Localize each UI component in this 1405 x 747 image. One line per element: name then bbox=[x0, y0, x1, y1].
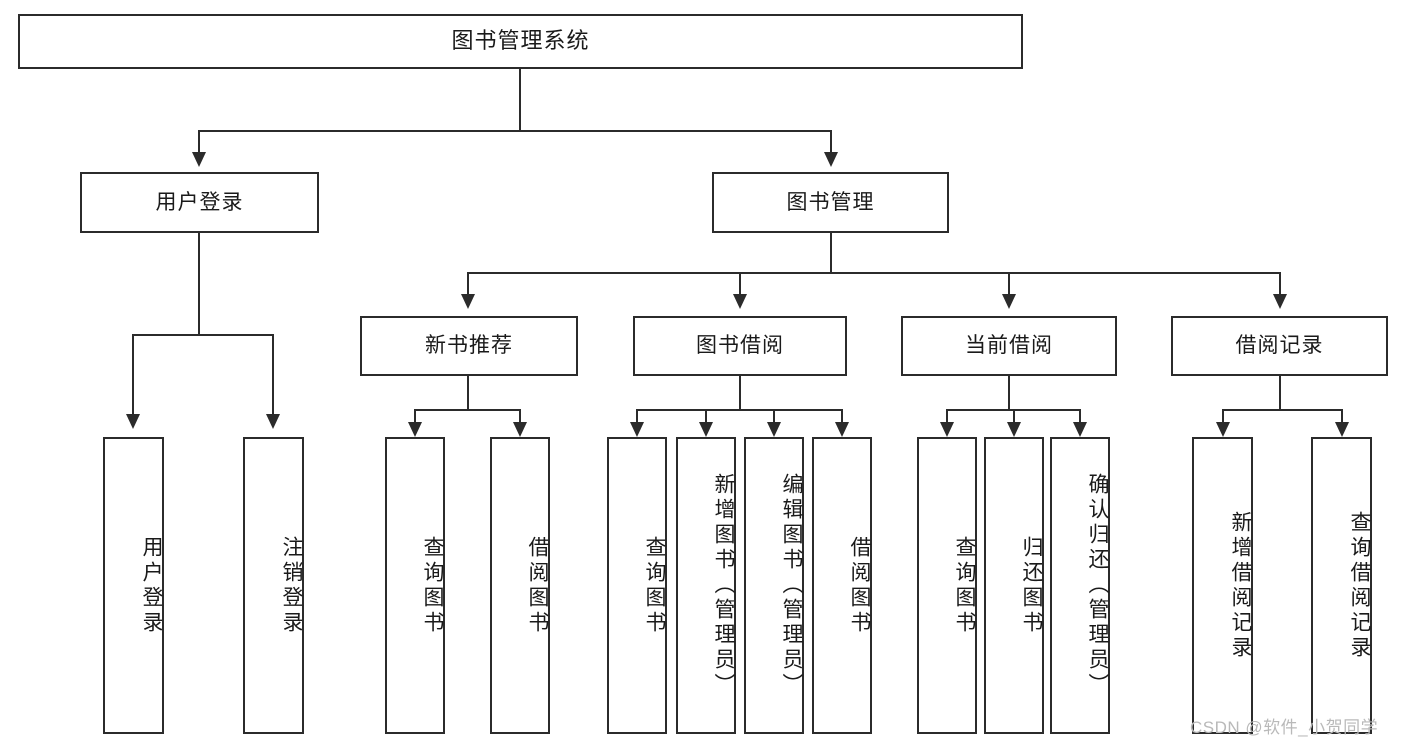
node-label: 图书借阅 bbox=[696, 334, 784, 358]
node-label: 图书管理 bbox=[786, 190, 875, 214]
arrow-icon-bookmgmt-2 bbox=[733, 294, 747, 309]
node-label: 编辑图书（管理员） bbox=[780, 473, 803, 698]
node-current-borrow[interactable]: 当前借阅 bbox=[901, 316, 1117, 376]
arrow-icon-currentborrow-3 bbox=[1073, 422, 1087, 437]
arrow-icon-bookborrow-3 bbox=[767, 422, 781, 437]
connector-root-bar bbox=[198, 130, 832, 132]
connector-root-drop-2 bbox=[830, 130, 832, 154]
arrow-icon-borrowrecord-2 bbox=[1335, 422, 1349, 437]
node-label: 查询图书 bbox=[421, 535, 444, 636]
connector-bookmgmt-drop-3 bbox=[1008, 272, 1010, 296]
arrow-icon-bookborrow-4 bbox=[835, 422, 849, 437]
connector-currentborrow-stem bbox=[1008, 376, 1010, 410]
watermark-text: CSDN @软件_小贺同学 bbox=[1190, 718, 1379, 737]
leaf-add-book-admin[interactable]: 新增图书（管理员） bbox=[676, 437, 736, 734]
leaf-query-book-recommend[interactable]: 查询图书 bbox=[385, 437, 445, 734]
node-label: 借阅图书 bbox=[848, 535, 871, 636]
node-borrow-record[interactable]: 借阅记录 bbox=[1171, 316, 1388, 376]
node-label: 新书推荐 bbox=[425, 334, 513, 358]
connector-bookborrow-bar bbox=[636, 409, 842, 411]
node-label: 查询图书 bbox=[953, 535, 976, 636]
leaf-borrow-book-recommend[interactable]: 借阅图书 bbox=[490, 437, 550, 734]
node-root-system[interactable]: 图书管理系统 bbox=[18, 14, 1023, 69]
connector-currentborrow-drop-3 bbox=[1079, 409, 1081, 425]
connector-userlogin-drop-2 bbox=[272, 334, 274, 416]
node-label: 用户登录 bbox=[155, 190, 244, 214]
connector-newbook-bar bbox=[414, 409, 521, 411]
connector-userlogin-bar bbox=[132, 334, 274, 336]
node-new-book-recommend[interactable]: 新书推荐 bbox=[360, 316, 578, 376]
connector-borrowrecord-bar bbox=[1222, 409, 1341, 411]
node-book-borrow[interactable]: 图书借阅 bbox=[633, 316, 847, 376]
connector-userlogin-stem bbox=[198, 233, 200, 335]
arrow-icon-bookmgmt-1 bbox=[461, 294, 475, 309]
leaf-confirm-return-admin[interactable]: 确认归还（管理员） bbox=[1050, 437, 1110, 734]
node-label: 当前借阅 bbox=[965, 334, 1053, 358]
leaf-user-login[interactable]: 用户登录 bbox=[103, 437, 164, 734]
arrow-icon-currentborrow-1 bbox=[940, 422, 954, 437]
connector-newbook-drop-1 bbox=[414, 409, 416, 425]
node-label: 归还图书 bbox=[1020, 535, 1043, 636]
node-label: 图书管理系统 bbox=[451, 28, 590, 54]
arrow-icon-newbook-2 bbox=[513, 422, 527, 437]
connector-bookborrow-drop-2 bbox=[705, 409, 707, 425]
connector-newbook-drop-2 bbox=[519, 409, 521, 425]
arrow-icon-root-1 bbox=[192, 152, 206, 167]
connector-bookmgmt-drop-1 bbox=[467, 272, 469, 296]
connector-root-stem bbox=[519, 69, 521, 131]
arrow-icon-bookmgmt-3 bbox=[1002, 294, 1016, 309]
leaf-query-borrow-record[interactable]: 查询借阅记录 bbox=[1311, 437, 1372, 734]
arrow-icon-bookmgmt-4 bbox=[1273, 294, 1287, 309]
connector-currentborrow-drop-2 bbox=[1013, 409, 1015, 425]
arrow-icon-newbook-1 bbox=[408, 422, 422, 437]
arrow-icon-borrowrecord-1 bbox=[1216, 422, 1230, 437]
leaf-query-book-current[interactable]: 查询图书 bbox=[917, 437, 977, 734]
arrow-icon-currentborrow-2 bbox=[1007, 422, 1021, 437]
arrow-icon-bookborrow-1 bbox=[630, 422, 644, 437]
arrow-icon-bookborrow-2 bbox=[699, 422, 713, 437]
arrow-icon-userlogin-1 bbox=[126, 414, 140, 429]
leaf-logout[interactable]: 注销登录 bbox=[243, 437, 304, 734]
node-label: 注销登录 bbox=[280, 535, 303, 636]
node-label: 用户登录 bbox=[140, 535, 163, 636]
connector-bookmgmt-bar bbox=[467, 272, 1279, 274]
node-label: 借阅图书 bbox=[526, 535, 549, 636]
leaf-return-book[interactable]: 归还图书 bbox=[984, 437, 1044, 734]
connector-newbook-stem bbox=[467, 376, 469, 410]
node-label: 借阅记录 bbox=[1235, 334, 1324, 358]
leaf-borrow-book[interactable]: 借阅图书 bbox=[812, 437, 872, 734]
leaf-add-borrow-record[interactable]: 新增借阅记录 bbox=[1192, 437, 1253, 734]
connector-userlogin-drop-1 bbox=[132, 334, 134, 416]
connector-bookborrow-drop-3 bbox=[773, 409, 775, 425]
connector-currentborrow-drop-1 bbox=[946, 409, 948, 425]
node-label: 确认归还（管理员） bbox=[1086, 473, 1109, 698]
node-label: 查询借阅记录 bbox=[1348, 510, 1371, 661]
connector-bookmgmt-drop-2 bbox=[739, 272, 741, 296]
arrow-icon-userlogin-2 bbox=[266, 414, 280, 429]
node-label: 查询图书 bbox=[643, 535, 666, 636]
leaf-query-book-borrow[interactable]: 查询图书 bbox=[607, 437, 667, 734]
connector-bookborrow-drop-1 bbox=[636, 409, 638, 425]
connector-root-drop-1 bbox=[198, 130, 200, 154]
connector-bookmgmt-drop-4 bbox=[1279, 272, 1281, 296]
connector-bookborrow-stem bbox=[739, 376, 741, 410]
leaf-edit-book-admin[interactable]: 编辑图书（管理员） bbox=[744, 437, 804, 734]
node-label: 新增图书（管理员） bbox=[712, 473, 735, 698]
connector-bookborrow-drop-4 bbox=[841, 409, 843, 425]
node-book-management[interactable]: 图书管理 bbox=[712, 172, 949, 233]
connector-borrowrecord-drop-2 bbox=[1341, 409, 1343, 425]
arrow-icon-root-2 bbox=[824, 152, 838, 167]
node-user-login[interactable]: 用户登录 bbox=[80, 172, 319, 233]
node-label: 新增借阅记录 bbox=[1229, 510, 1252, 661]
connector-bookmgmt-stem bbox=[830, 233, 832, 273]
connector-borrowrecord-drop-1 bbox=[1222, 409, 1224, 425]
connector-borrowrecord-stem bbox=[1279, 376, 1281, 410]
